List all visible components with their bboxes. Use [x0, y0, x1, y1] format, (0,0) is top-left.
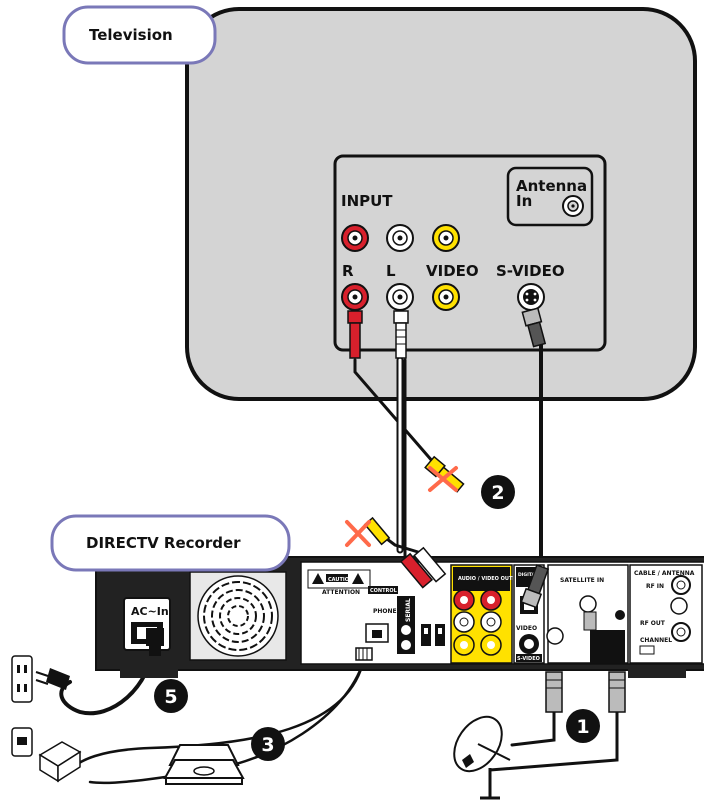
tv-svideo-label: S-VIDEO	[496, 262, 565, 280]
recorder-rca-plugs	[363, 516, 447, 589]
red-rca-plug	[347, 310, 363, 359]
telephone-icon	[163, 744, 245, 785]
step-badge-1: 1	[566, 709, 600, 743]
cable-antenna-label: CABLE / ANTENNA	[634, 570, 695, 577]
fan-grille	[189, 571, 287, 661]
tv-l-label: L	[386, 262, 396, 280]
wall-outlet-icon	[11, 655, 70, 703]
tv-audio-r-jack-2	[341, 283, 369, 311]
coax-connectors	[545, 671, 626, 713]
rec-video-label: VIDEO	[516, 625, 537, 632]
television-callout: Television	[62, 5, 217, 65]
step-badge-5: 5	[154, 679, 188, 713]
tv-video-jack-2	[432, 283, 460, 311]
channel-label: CHANNEL	[640, 637, 672, 644]
serial-label: SERIAL	[405, 598, 412, 622]
satellite-in-label: SATELLITE IN	[560, 577, 604, 584]
television: Antenna In INPUT R L VIDEO S-VIDEO	[185, 7, 697, 401]
power-plug	[146, 628, 164, 656]
x-mark-recorder-icon	[345, 520, 371, 547]
tv-audio-l-jack-1	[386, 224, 414, 252]
attention-label: ATTENTION	[322, 589, 360, 596]
svideo-plug	[521, 307, 547, 348]
rf-in-label: RF IN	[646, 583, 664, 590]
antenna-label-line2: In	[516, 192, 532, 210]
television-label: Television	[89, 26, 173, 44]
rf-out-label: RF OUT	[640, 620, 666, 627]
svg-text:1: 1	[576, 716, 589, 738]
recorder-callout: DIRECTV Recorder	[50, 514, 291, 572]
x-mark-icon	[428, 466, 458, 492]
av-output-label: AUDIO / VIDEO OUTPUT	[458, 576, 524, 582]
antenna-label-line1: Antenna	[516, 177, 587, 195]
tv-audio-r-jack-1	[341, 224, 369, 252]
directv-recorder: AC~In CAUTION ATTENTION CONTROL OUT PHON…	[95, 556, 704, 678]
tv-svideo-jack	[517, 283, 545, 311]
recorder-label: DIRECTV Recorder	[86, 534, 241, 552]
white-rca-plug	[393, 310, 409, 359]
tv-input-label: INPUT	[341, 192, 393, 210]
phone-plug	[355, 647, 373, 661]
tv-antenna-in-jack	[562, 195, 584, 217]
step-badge-2: 2	[481, 475, 515, 509]
svideo-plug-recorder	[520, 564, 550, 609]
tv-video-label: VIDEO	[426, 262, 479, 280]
svg-text:5: 5	[164, 686, 177, 708]
step-badge-3: 3	[251, 727, 285, 761]
satellite-dish-icon	[453, 715, 511, 800]
control-out-label: CONTROL OUT	[370, 588, 411, 594]
svg-text:2: 2	[491, 482, 504, 504]
tv-audio-l-jack-2	[386, 283, 414, 311]
yellow-plug-crossed	[424, 455, 465, 493]
phone-wall-jack-icon	[11, 727, 82, 783]
tv-video-jack-1	[432, 224, 460, 252]
caution-label: CAUTION	[328, 577, 353, 583]
tv-r-label: R	[342, 262, 354, 280]
rec-svideo-label: S-VIDEO	[517, 656, 540, 662]
svg-text:3: 3	[261, 734, 274, 756]
ac-in-label: AC~In	[131, 605, 169, 618]
phone-line-label: PHONE LINE	[373, 608, 414, 615]
